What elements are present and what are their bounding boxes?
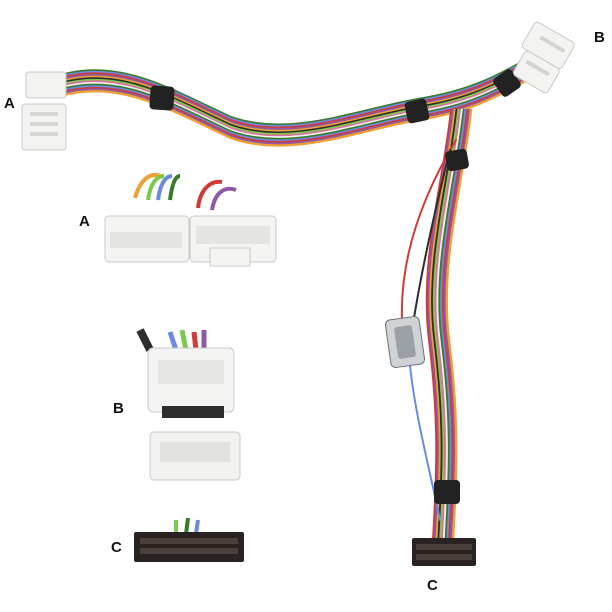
branch-wire — [443, 108, 471, 542]
branch-wire — [432, 108, 460, 542]
trunk-wire — [60, 72, 530, 141]
label-a-detail: A — [79, 213, 90, 230]
connector-b-main — [513, 21, 575, 94]
trunk-wire — [60, 78, 530, 147]
branch-wire — [445, 108, 473, 542]
label-c-detail: C — [111, 539, 122, 556]
connector-a-main — [21, 71, 67, 151]
connector-c-detail — [134, 517, 244, 562]
trunk-wire — [60, 60, 530, 130]
trunk-wire — [60, 67, 530, 136]
label-b-main: B — [594, 29, 605, 46]
label-c-main: C — [427, 577, 438, 594]
harness-trunk — [60, 57, 530, 147]
connector-a-detail — [104, 173, 277, 267]
fuse-wire — [411, 149, 451, 331]
branch-wire — [440, 108, 467, 542]
branch-wire — [441, 108, 469, 542]
tape-wraps — [149, 69, 521, 504]
trunk-wire — [60, 64, 530, 133]
trunk-wire — [60, 70, 530, 139]
trunk-wire — [60, 68, 530, 138]
trunk-wire — [60, 75, 530, 144]
connector-b-detail — [136, 328, 241, 481]
branch-wire — [438, 108, 465, 542]
trunk-wire — [60, 62, 530, 131]
trunk-wire — [60, 59, 530, 128]
branch-wire — [425, 108, 453, 542]
label-a-main: A — [4, 95, 15, 112]
branch-wire — [431, 108, 458, 542]
branch-wire — [436, 108, 464, 542]
branch-wire — [434, 108, 462, 542]
fuse-wire — [400, 139, 457, 321]
trunk-wire — [60, 57, 530, 126]
trunk-wire — [60, 73, 530, 142]
trunk-wire — [60, 65, 530, 134]
trunk-wire — [60, 76, 530, 146]
label-b-detail: B — [113, 400, 124, 417]
inline-fuse-holder — [384, 316, 426, 368]
branch-wire — [429, 108, 456, 542]
connector-c-main — [412, 538, 476, 566]
